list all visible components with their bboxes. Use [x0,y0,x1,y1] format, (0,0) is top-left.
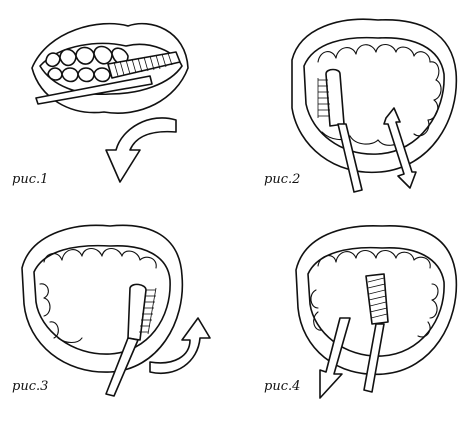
figure-1-caption: рис.1 [12,172,49,187]
upper-teeth [45,45,129,68]
down-arrow-4-icon [319,317,351,399]
upper-teeth-arch-4 [317,249,431,269]
upper-teeth-arch [317,43,442,137]
figure-4-caption: рис.4 [264,379,301,394]
lower-teeth-arch-3 [39,283,83,344]
toothbrush-3 [105,283,157,397]
figure-4-open-mouth-vertical-brushing-lower [295,225,458,399]
upper-teeth-arch-3 [43,247,157,269]
figure-2-open-mouth-vertical-brushing [291,18,458,193]
curved-arrow-3-icon [149,317,211,375]
figure-1-mouth-front-brushing [31,22,189,183]
toothbrush-4 [363,273,389,393]
curved-arrow-1-icon [105,117,177,183]
figure-2-caption: рис.2 [264,172,301,187]
double-arrow-2-icon [383,107,417,189]
toothbrush-1 [35,51,181,105]
lower-teeth-arch-4 [310,283,439,338]
figure-3-caption: рис.3 [12,379,49,394]
figure-3-open-mouth-sweeping-brushing [21,224,211,397]
lower-teeth [47,67,111,83]
toothbrush-2 [317,68,363,193]
